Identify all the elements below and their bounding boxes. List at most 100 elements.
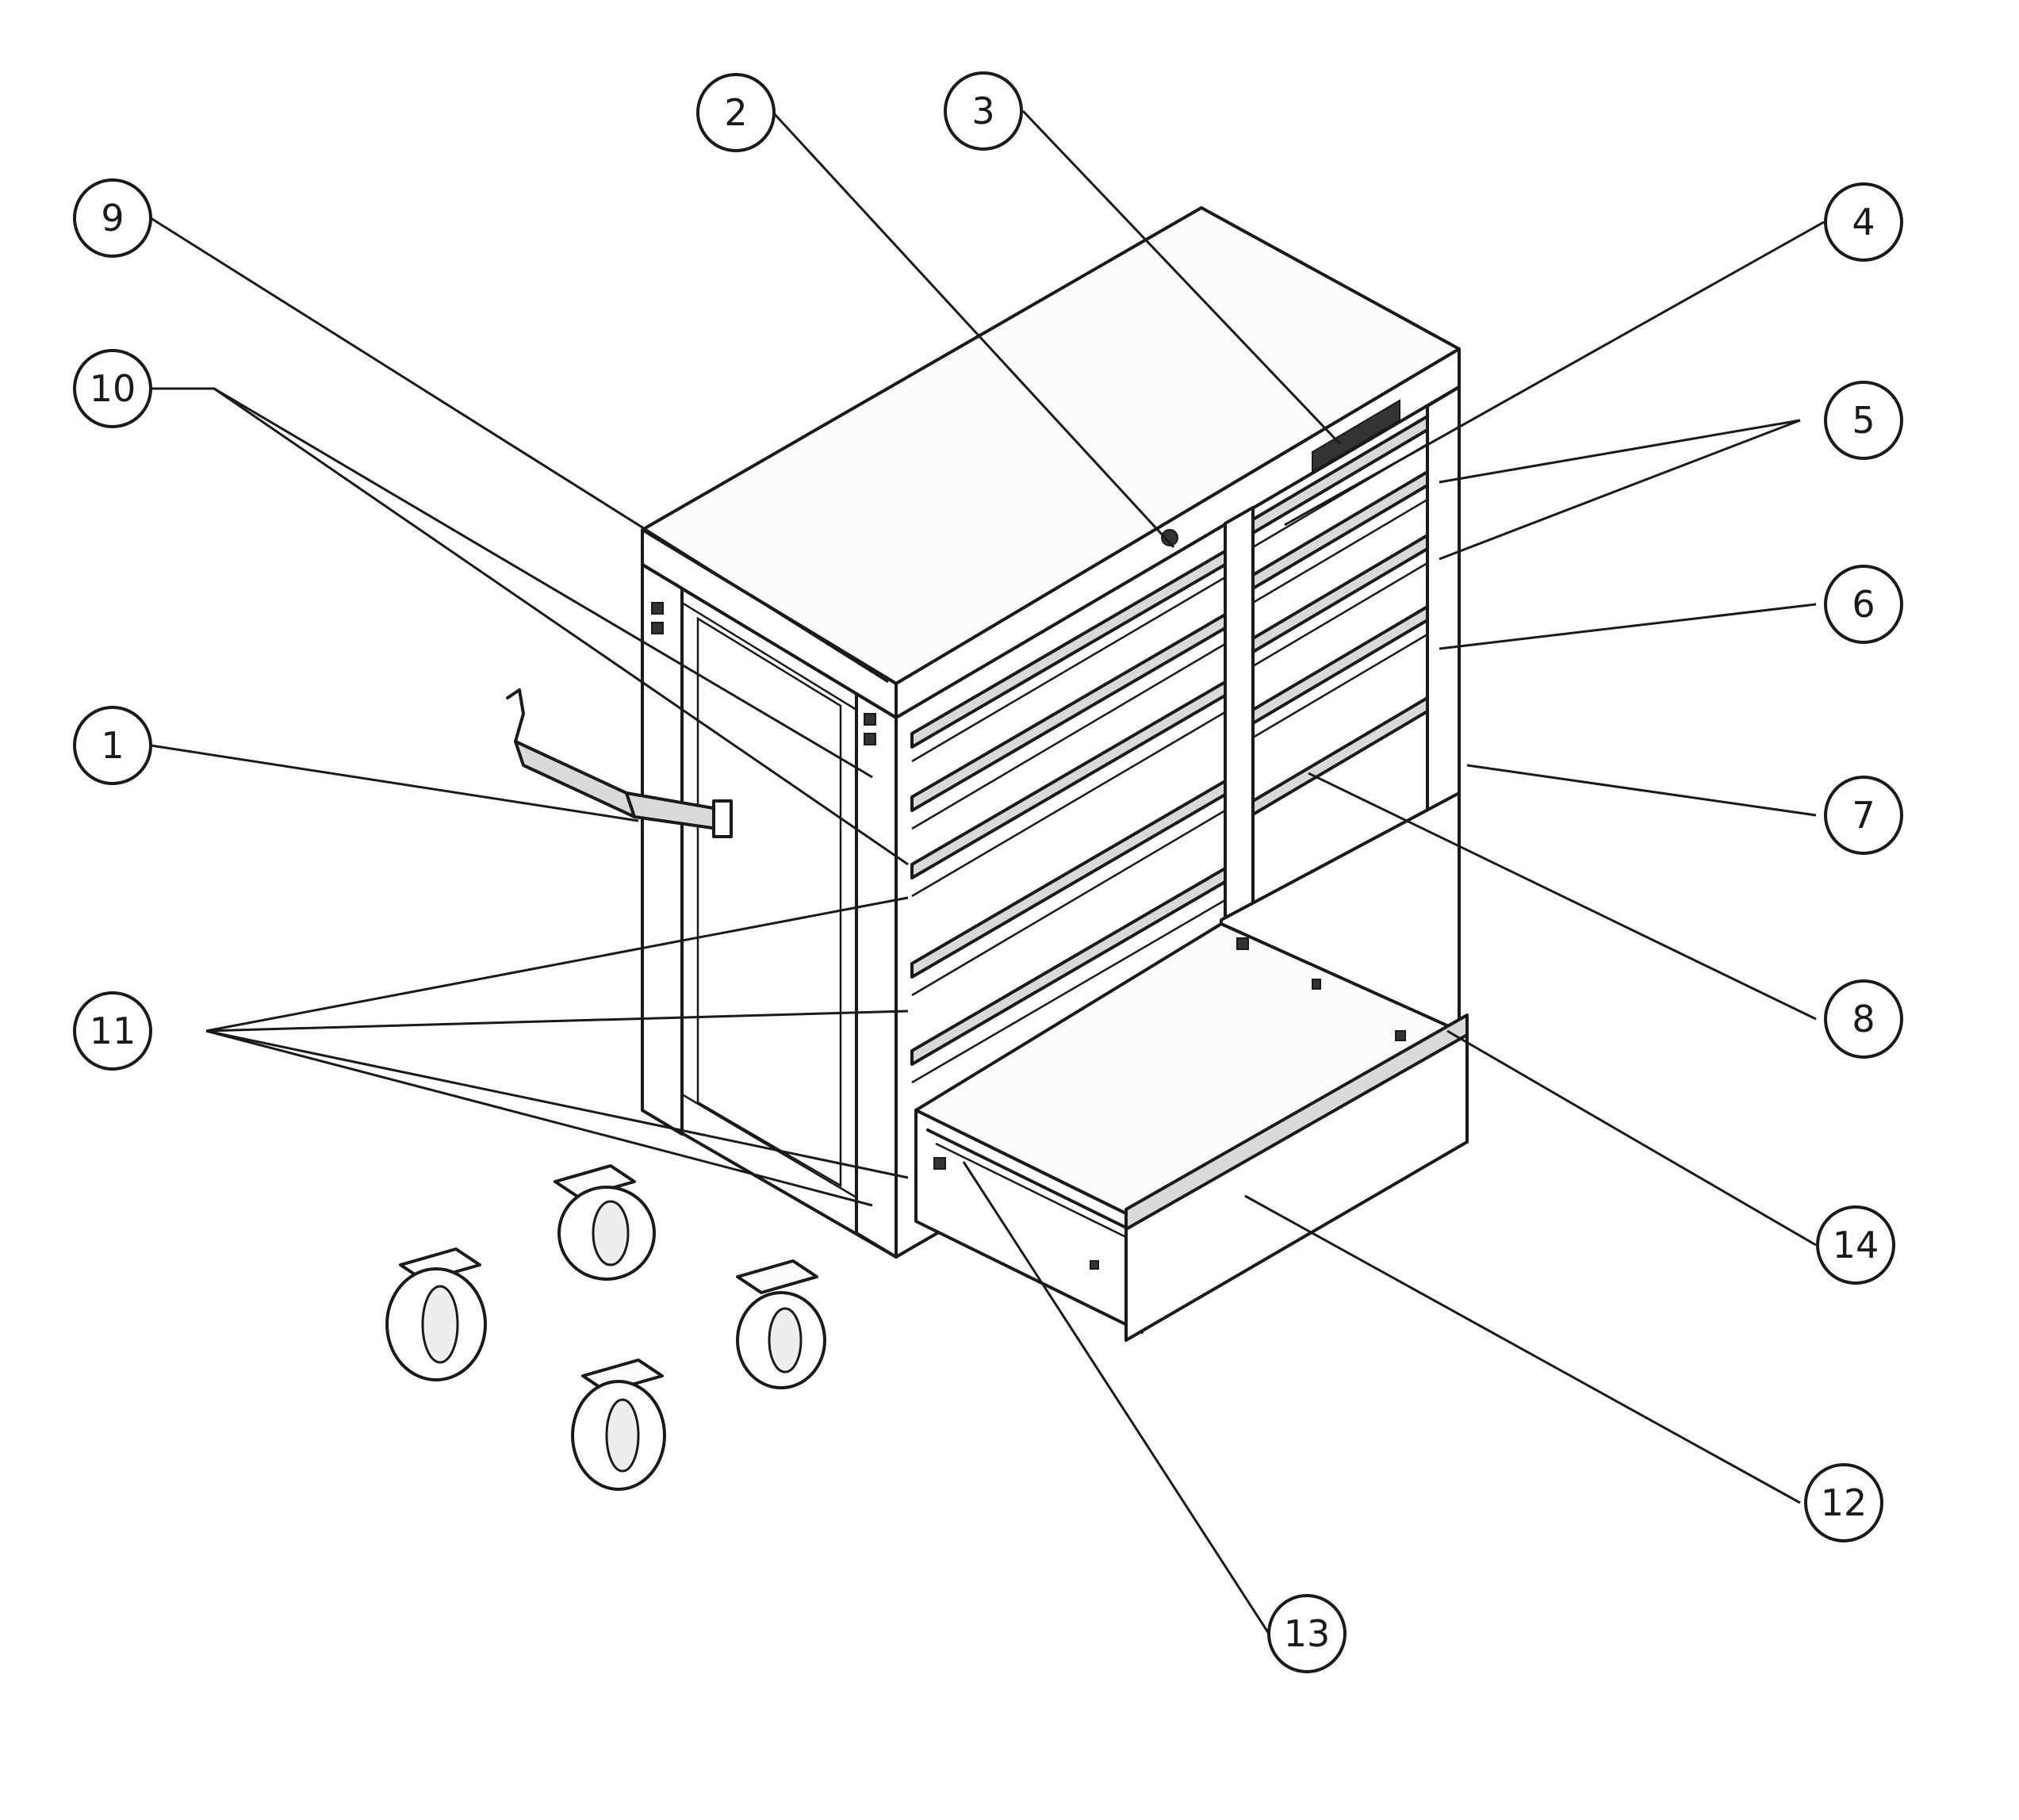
- callout-5: 5: [1824, 381, 1903, 460]
- drawer-bolt: [1090, 1260, 1099, 1270]
- drawer-bolt: [1312, 979, 1321, 990]
- callout-13: 13: [1267, 1594, 1347, 1673]
- callout-11: 11: [73, 991, 152, 1071]
- leader-line-1: [150, 744, 639, 822]
- leader-line-7: [1466, 764, 1817, 817]
- balloon-circle: [1804, 1463, 1883, 1542]
- caster-hub: [605, 1398, 640, 1473]
- drawer-slide-rail: [935, 1142, 1127, 1239]
- leader-line-14: [1446, 1029, 1817, 1247]
- caster-hub: [768, 1307, 803, 1374]
- caster-wheel: [385, 1247, 487, 1381]
- drawer-seam: [1252, 633, 1428, 739]
- drawer-handle: [910, 867, 1227, 1066]
- callout-5-label: 5: [1852, 399, 1875, 442]
- leader-lines: [150, 109, 1825, 1634]
- open-drawer: [914, 791, 1469, 1342]
- callout-4-label: 4: [1852, 201, 1875, 243]
- cabinet-front-post: [855, 692, 898, 1259]
- side-panel-recess-inner: [696, 616, 842, 1188]
- drawer-seam: [911, 642, 1226, 830]
- leader-line-11a: [205, 896, 909, 1033]
- post-bolt: [864, 713, 876, 726]
- caster-hub: [421, 1285, 459, 1364]
- callout-2: 2: [696, 73, 776, 152]
- side-handle-bar: [506, 688, 733, 838]
- balloon-circle: [1816, 1205, 1895, 1285]
- leader-line-5b: [1439, 419, 1801, 561]
- caster-hub: [592, 1200, 630, 1266]
- callout-13-label: 13: [1284, 1612, 1331, 1655]
- leader-line-12: [1244, 1194, 1801, 1504]
- drawer-seam: [911, 576, 1226, 763]
- leader-line-6: [1439, 603, 1817, 650]
- post-bolt: [651, 602, 664, 615]
- handle-mount-plate: [712, 799, 733, 838]
- balloon-circle: [1824, 776, 1903, 855]
- callout-1: 1: [73, 706, 152, 785]
- drawer-handle: [910, 680, 1227, 879]
- callout-10: 10: [73, 349, 152, 428]
- callout-9: 9: [73, 178, 152, 258]
- leader-line-13: [962, 1161, 1270, 1634]
- callout-4: 4: [1824, 182, 1903, 262]
- drawer-handle: [1251, 415, 1429, 535]
- balloon-circle: [1824, 182, 1903, 262]
- drawer-handle: [1251, 534, 1429, 653]
- balloon-circle: [1267, 1594, 1347, 1673]
- drawer-handle: [910, 780, 1227, 979]
- balloon-circle: [73, 349, 152, 428]
- callout-2-label: 2: [724, 91, 747, 134]
- balloon-circle: [944, 71, 1023, 151]
- open-drawer-handle: [1124, 1013, 1469, 1231]
- cabinet-center-divider: [1224, 506, 1255, 921]
- balloon-circle: [1824, 565, 1903, 644]
- balloon-circle: [73, 706, 152, 785]
- balloon-circle: [73, 991, 152, 1071]
- post-bolt: [864, 733, 876, 745]
- callout-1-label: 1: [101, 724, 124, 767]
- top-vent-label: [1312, 399, 1400, 473]
- caster-wheel: [554, 1164, 656, 1281]
- leader-line-8: [1308, 772, 1817, 1021]
- callout-12-label: 12: [1821, 1481, 1868, 1524]
- callout-3-label: 3: [971, 90, 994, 132]
- callout-6: 6: [1824, 565, 1903, 644]
- drawer-handle: [1251, 605, 1429, 725]
- drawer-seam: [911, 809, 1226, 997]
- drawer-slide-rail: [926, 1128, 1128, 1229]
- callout-7-label: 7: [1852, 794, 1875, 837]
- caster-wheel: [571, 1358, 666, 1491]
- callout-9-label: 9: [101, 197, 124, 239]
- post-bolt: [651, 622, 664, 634]
- drawer-seam: [1252, 561, 1428, 668]
- balloon-circle: [696, 73, 776, 152]
- balloon-circle: [1824, 381, 1903, 460]
- leader-line-11b: [205, 1010, 909, 1033]
- drawer-bolt: [933, 1157, 946, 1170]
- drawer-seam: [911, 899, 1226, 1084]
- callout-8-label: 8: [1852, 998, 1875, 1040]
- caster-wheel: [736, 1259, 826, 1389]
- balloon-circle: [73, 178, 152, 258]
- callout-8: 8: [1824, 979, 1903, 1059]
- callout-6-label: 6: [1852, 583, 1875, 626]
- drawer-bolt: [1395, 1030, 1406, 1041]
- leader-line-5: [1439, 419, 1801, 484]
- callout-11-label: 11: [90, 1010, 136, 1052]
- leader-line-9: [150, 216, 889, 684]
- leader-line-4: [1284, 220, 1825, 527]
- callout-14: 14: [1816, 1205, 1895, 1285]
- callout-3: 3: [944, 71, 1023, 151]
- callout-12: 12: [1804, 1463, 1883, 1542]
- balloon-circle: [1824, 979, 1903, 1059]
- right-drawer-bank: [1251, 399, 1429, 816]
- leader-line-11d: [205, 1029, 873, 1207]
- caster-plate: [554, 1164, 636, 1199]
- drawer-bolt: [1236, 937, 1249, 950]
- lock-cylinder: [1161, 529, 1178, 546]
- left-drawer-bank: [910, 529, 1227, 1084]
- callout-10-label: 10: [90, 367, 136, 410]
- drawer-handle: [910, 613, 1227, 812]
